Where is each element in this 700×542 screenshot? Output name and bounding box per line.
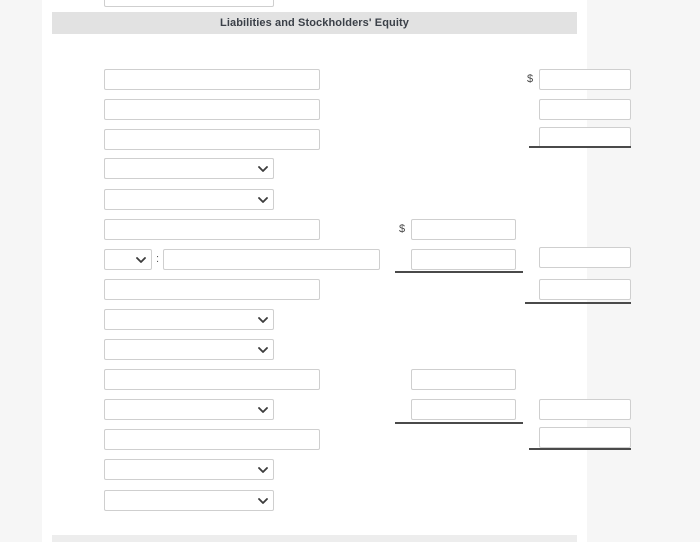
amount-right-6[interactable] <box>539 399 631 420</box>
select-row-16-input[interactable] <box>104 490 274 511</box>
amount-right-4[interactable] <box>539 247 631 268</box>
text-row-14[interactable] <box>104 429 320 450</box>
text-row-3[interactable] <box>104 99 320 120</box>
select-row-6[interactable] <box>104 189 274 210</box>
subtotal-rule-right-1 <box>529 146 631 148</box>
amount-right-3[interactable] <box>539 127 631 148</box>
select-row-15-input[interactable] <box>104 459 274 480</box>
select-row-11[interactable] <box>104 339 274 360</box>
colon-separator: : <box>156 253 160 265</box>
text-row-4[interactable] <box>104 129 320 150</box>
select-row-11-input[interactable] <box>104 339 274 360</box>
select-row-5-input[interactable] <box>104 158 274 179</box>
amount-mid-3[interactable] <box>411 369 516 390</box>
select-row-8[interactable] <box>104 249 152 270</box>
subtotal-rule-mid-2 <box>395 422 523 424</box>
text-row-8[interactable] <box>163 249 380 270</box>
select-row-16[interactable] <box>104 490 274 511</box>
amount-right-2[interactable] <box>539 99 631 120</box>
select-row-13-input[interactable] <box>104 399 274 420</box>
amount-mid-1[interactable] <box>411 219 516 240</box>
amount-mid-2[interactable] <box>411 249 516 270</box>
text-row-7[interactable] <box>104 219 320 240</box>
amount-right-1[interactable] <box>539 69 631 90</box>
section-header-title: Liabilities and Stockholders' Equity <box>220 17 409 29</box>
select-row-6-input[interactable] <box>104 189 274 210</box>
select-row-8-input[interactable] <box>104 249 152 270</box>
text-row-12[interactable] <box>104 369 320 390</box>
select-row-10-input[interactable] <box>104 309 274 330</box>
select-row-5[interactable] <box>104 158 274 179</box>
dollar-sign-mid-1: $ <box>399 223 406 235</box>
select-clipped-top[interactable] <box>104 0 274 7</box>
section-header-liabilities-equity: Liabilities and Stockholders' Equity <box>52 12 577 34</box>
subtotal-rule-right-2 <box>525 302 631 304</box>
total-rule-right-3 <box>529 448 631 450</box>
select-row-15[interactable] <box>104 459 274 480</box>
dollar-sign-right-1: $ <box>527 73 534 85</box>
amount-right-5[interactable] <box>539 279 631 300</box>
amount-mid-4[interactable] <box>411 399 516 420</box>
section-header-next <box>52 535 577 542</box>
select-row-13[interactable] <box>104 399 274 420</box>
subtotal-rule-mid-1 <box>395 271 523 273</box>
select-row-10[interactable] <box>104 309 274 330</box>
text-row-2[interactable] <box>104 69 320 90</box>
balance-sheet-form-card: Liabilities and Stockholders' Equity $ <box>42 0 631 542</box>
text-row-9[interactable] <box>104 279 320 300</box>
amount-right-7[interactable] <box>539 427 631 448</box>
